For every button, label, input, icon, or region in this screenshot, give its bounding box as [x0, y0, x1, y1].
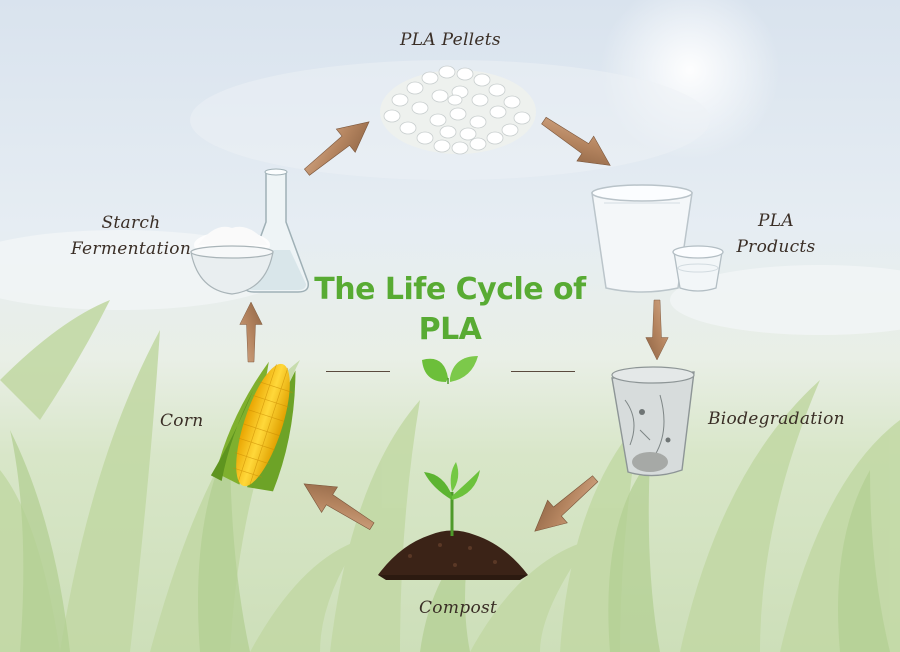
label-pla-products-line-2: Products [736, 237, 816, 257]
title-divider-right [511, 371, 575, 372]
title-line-1: The Life Cycle of [314, 272, 586, 307]
label-pla-products-line-1: PLA [758, 211, 794, 231]
arrow-biodegradation-to-compost [534, 475, 599, 532]
leaf-icon [422, 356, 478, 384]
label-pla-pellets: PLA Pellets [400, 30, 501, 50]
pellets-icon [380, 65, 536, 155]
label-starch-fermentation: Starch Fermentation [66, 210, 196, 262]
label-starch-fermentation-line-1: Starch [101, 213, 161, 233]
label-corn: Corn [160, 411, 204, 431]
label-pla-products: PLA Products [726, 208, 826, 260]
label-biodegradation: Biodegradation [708, 409, 845, 429]
label-compost: Compost [419, 598, 498, 618]
arrow-compost-to-corn [303, 483, 375, 530]
arrow-starch-to-pellets [303, 121, 370, 176]
soil-sprout-icon [378, 462, 528, 580]
label-starch-fermentation-line-2: Fermentation [70, 239, 192, 259]
flask-bowl-icon [190, 168, 310, 295]
arrow-products-to-biodegradation [645, 299, 669, 361]
diagram-title: The Life Cycle of PLA [300, 270, 600, 350]
degraded-cup-icon [611, 366, 695, 477]
corn-icon [210, 361, 296, 492]
arrow-corn-to-starch [239, 301, 263, 363]
title-divider-left [326, 371, 390, 372]
title-line-2: PLA [418, 312, 482, 347]
arrow-pellets-to-products [541, 116, 611, 166]
cups-icon [591, 184, 724, 293]
